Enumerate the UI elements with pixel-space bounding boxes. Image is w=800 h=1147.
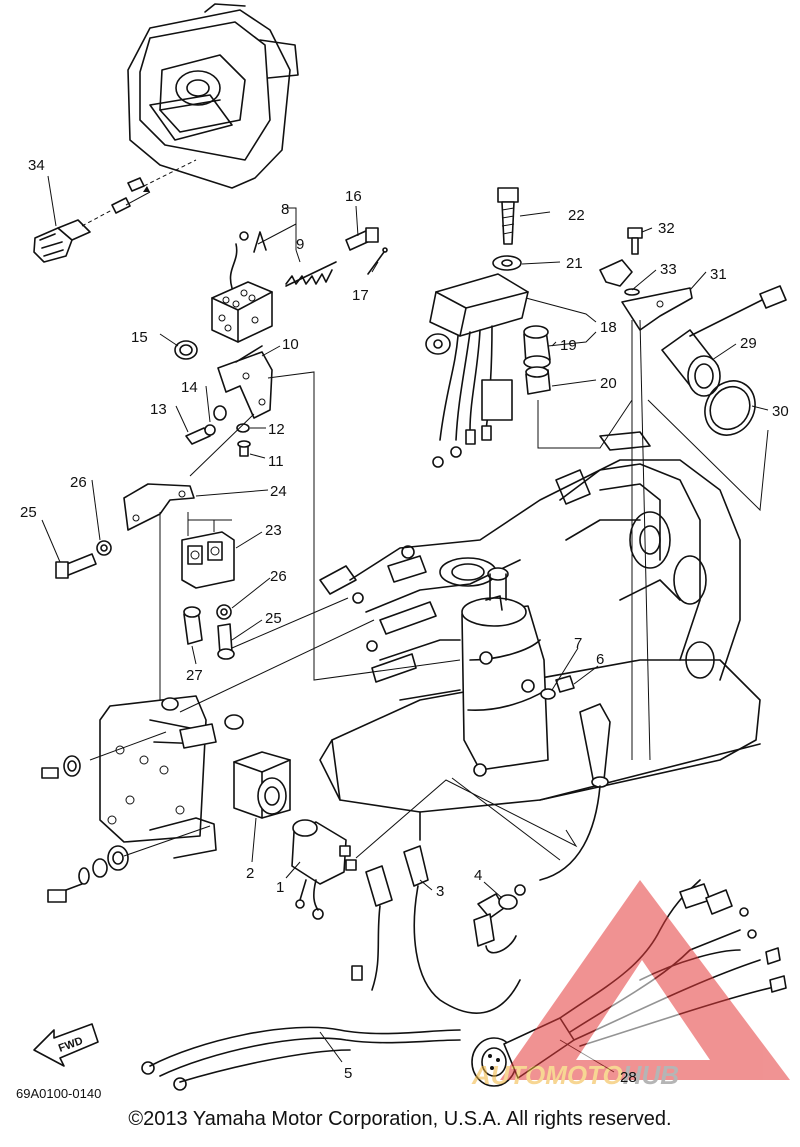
part-22-bolt (497, 187, 519, 245)
callout-28: 28 (620, 1069, 637, 1086)
callout-13: 13 (150, 401, 167, 418)
watermark-moto: MOTO (545, 1060, 623, 1090)
callout-14: 14 (181, 379, 198, 396)
part-34-switch (33, 159, 197, 263)
part-15-grommet (174, 340, 198, 360)
part-3-cable (351, 845, 521, 1014)
part-30-oring (704, 380, 756, 436)
callout-18: 18 (600, 319, 617, 336)
callout-labels: 34 8 9 16 17 15 10 14 13 12 11 22 21 18 … (20, 157, 789, 1086)
callout-21: 21 (566, 255, 583, 272)
callout-34: 34 (28, 157, 45, 174)
part-13-14-bolt-washer (185, 405, 227, 445)
starter-motor (461, 567, 549, 777)
part-31-plate (621, 287, 693, 331)
part-1-solenoid (291, 819, 357, 920)
callout-25-a: 25 (20, 504, 37, 521)
part-29-plug (661, 285, 787, 397)
part-21-washer (492, 255, 522, 271)
callout-24: 24 (270, 483, 287, 500)
part-24-bracket (123, 483, 195, 531)
callout-32: 32 (658, 220, 675, 237)
switch-housing (127, 3, 299, 189)
callout-33: 33 (660, 261, 677, 278)
part-25-26-bolt-washer-b (216, 604, 235, 660)
callout-30: 30 (772, 403, 789, 420)
callout-9: 9 (296, 236, 304, 253)
leader-lines (41, 175, 769, 1073)
copyright-notice: ©2013 Yamaha Motor Corporation, U.S.A. A… (128, 1108, 672, 1130)
part-6-cap (539, 703, 611, 881)
part-27-fuse (183, 606, 203, 645)
watermark-hub: HUB (623, 1060, 679, 1090)
fwd-arrow: FWD (33, 1023, 99, 1067)
callout-5: 5 (344, 1065, 352, 1082)
hardware-left (41, 755, 129, 903)
callout-8: 8 (281, 201, 289, 218)
callout-26-a: 26 (70, 474, 87, 491)
part-17-pin (367, 247, 388, 275)
engine-block (319, 431, 761, 841)
part-7-washer-nut (540, 675, 575, 700)
callout-29: 29 (740, 335, 757, 352)
part-18-regulator (425, 273, 529, 468)
callout-6: 6 (596, 651, 604, 668)
part-32-screw (627, 227, 643, 255)
callout-31: 31 (710, 266, 727, 283)
part-23-fuse-holder (181, 531, 235, 589)
part-10-bracket (217, 345, 273, 419)
callout-17: 17 (352, 287, 369, 304)
callout-16: 16 (345, 188, 362, 205)
part-33-clip (599, 259, 640, 296)
part-25-26-bolt-washer-a (55, 540, 112, 579)
diagram-code: 69A0100-0140 (16, 1086, 101, 1101)
callout-23: 23 (265, 522, 282, 539)
callout-15: 15 (131, 329, 148, 346)
part-5-ground-lead (141, 1026, 461, 1091)
part-9-spring (285, 261, 337, 287)
callout-12: 12 (268, 421, 285, 438)
callout-10: 10 (282, 336, 299, 353)
callout-2: 2 (246, 865, 254, 882)
callout-3: 3 (436, 883, 444, 900)
callout-11: 11 (268, 453, 284, 470)
callout-7: 7 (574, 635, 582, 652)
callout-19: 19 (560, 337, 577, 354)
part-4-terminal (473, 884, 526, 954)
part-8-unit (211, 231, 273, 343)
callout-25-b: 25 (265, 610, 282, 627)
watermark: AUTOMOTOHUB (471, 880, 790, 1090)
callout-1: 1 (276, 879, 284, 896)
callout-27: 27 (186, 667, 203, 684)
callout-20: 20 (600, 375, 617, 392)
callout-22: 22 (568, 207, 585, 224)
part-20-collar (525, 366, 551, 395)
part-16-bolt (345, 227, 379, 251)
part-2-relay (233, 751, 291, 819)
svg-text:AUTOMOTOHUB: AUTOMOTOHUB (471, 1060, 679, 1090)
watermark-auto: AUTO (471, 1060, 545, 1090)
part-19-grommet (523, 325, 551, 369)
part-11-12-screw-washer (236, 423, 251, 457)
callout-4: 4 (474, 867, 482, 884)
mount-plate (99, 695, 244, 859)
callout-26-b: 26 (270, 568, 287, 585)
